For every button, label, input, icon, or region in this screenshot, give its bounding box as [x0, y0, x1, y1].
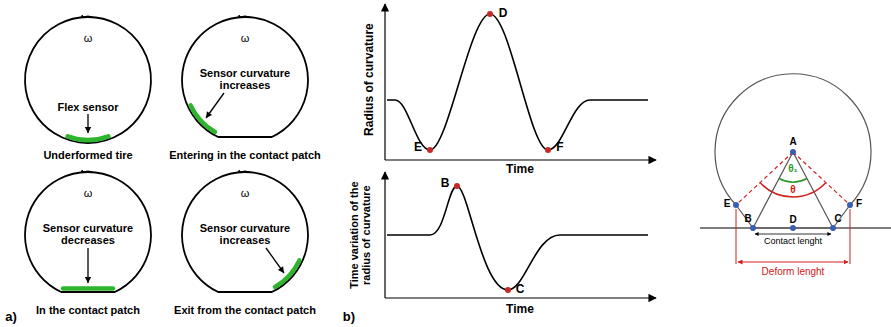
- point-letter: D: [499, 7, 508, 20]
- omega: ω: [84, 187, 93, 199]
- axis-label: Time variation of the radius of curvatur…: [348, 173, 372, 298]
- point-letter: C: [834, 213, 841, 224]
- sensor-note: Sensor curvature increases: [197, 67, 293, 91]
- angle-label: θ: [790, 184, 795, 195]
- dimension-label: Contact lenght: [762, 237, 824, 247]
- point-letter: E: [724, 198, 731, 209]
- point-letter: A: [789, 136, 796, 147]
- sensor-note: Flex sensor: [57, 101, 118, 113]
- omega: ω: [241, 32, 250, 44]
- tire-caption: Exit from the contact patch: [174, 304, 316, 316]
- sensor-note: Sensor curvature increases: [197, 222, 293, 246]
- radius-chart: [385, 4, 656, 160]
- point-letter: E: [414, 141, 422, 154]
- omega: ω: [241, 187, 250, 199]
- tire-caption: In the contact patch: [36, 304, 140, 316]
- axis-label: Time: [506, 303, 534, 316]
- angle-label: θ₁: [788, 163, 798, 174]
- point-letter: C: [516, 283, 525, 296]
- panel-letter: a): [5, 310, 17, 324]
- tire-caption: Underformed tire: [43, 149, 132, 161]
- point-letter: B: [744, 213, 751, 224]
- variation-chart: [385, 172, 656, 298]
- point-letter: D: [789, 214, 796, 225]
- point-letter: F: [856, 198, 862, 209]
- omega: ω: [84, 32, 93, 44]
- point-letter: F: [556, 141, 563, 154]
- contact-geometry: [700, 74, 891, 264]
- axis-label: Radius of curvature: [363, 5, 376, 155]
- panel-letter: b): [343, 310, 355, 324]
- dimension-label: Deform lenght: [762, 266, 825, 277]
- point-letter: B: [441, 177, 450, 190]
- sensor-note: Sensor curvature decreases: [40, 222, 136, 246]
- tire-caption: Entering in the contact patch: [169, 149, 321, 161]
- axis-label: Time: [506, 163, 534, 176]
